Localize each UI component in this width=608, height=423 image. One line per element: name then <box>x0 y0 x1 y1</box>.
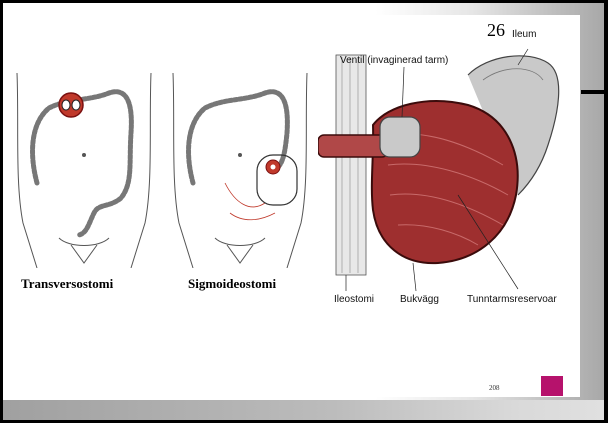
ileum-label: Ileum <box>512 29 536 40</box>
ileostomi-label: Ileostomi <box>334 294 374 305</box>
sigmoideostomi-illustration <box>165 63 315 268</box>
bukvagg-label: Bukvägg <box>400 294 439 305</box>
ventil-label: Ventil (invaginerad tarm) <box>340 55 448 66</box>
slide-frame: Transversostomi Sigmoideostomi <box>3 3 604 420</box>
decorative-rule <box>581 90 604 94</box>
page-number: 208 <box>489 384 500 392</box>
slide-number: 26 <box>487 20 505 41</box>
transversostomi-caption: Transversostomi <box>21 276 113 292</box>
transversostomi-illustration <box>9 63 159 268</box>
ileostomi-reservoar-illustration <box>318 35 580 293</box>
accent-square <box>541 376 563 396</box>
tunntarmsreservoar-label: Tunntarmsreservoar <box>467 294 557 305</box>
footer-band <box>3 400 604 420</box>
sigmoideostomi-caption: Sigmoideostomi <box>188 276 276 292</box>
